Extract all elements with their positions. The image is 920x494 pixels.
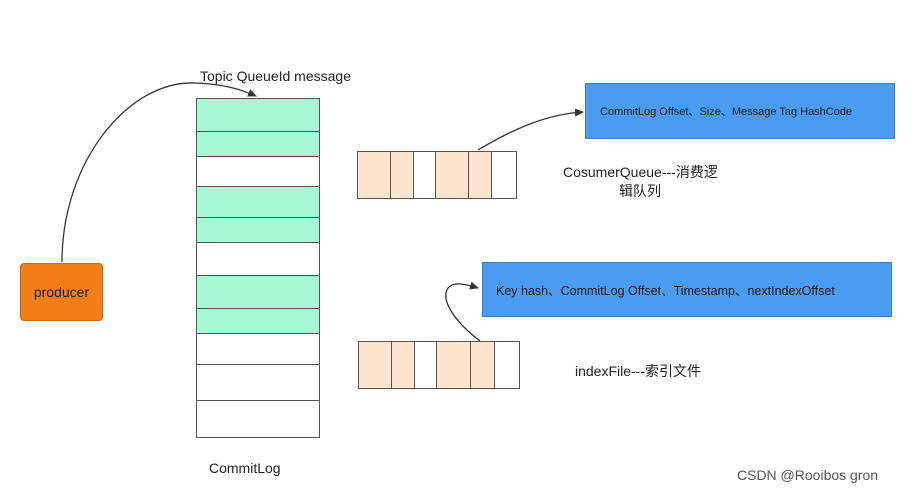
index-file-cell xyxy=(391,342,416,388)
indexfile-to-box-arrow xyxy=(445,281,481,342)
commitlog-table xyxy=(196,98,320,438)
commitlog-row xyxy=(197,157,319,187)
index-file-entry-text: Key hash、CommitLog Offset、Timestamp、next… xyxy=(496,284,835,298)
consume-queue-entry-text: CommitLog Offset、Size、Message Tag HashCo… xyxy=(600,106,853,118)
consume-queue-label-line1: CosumerQueue---消费逻 xyxy=(563,164,718,180)
index-file-strip xyxy=(358,341,520,389)
commitlog-row xyxy=(197,132,319,157)
producer-box: producer xyxy=(20,263,103,321)
producer-to-commitlog-arrow xyxy=(61,82,257,263)
commitlog-row xyxy=(197,218,319,243)
commitlog-row xyxy=(197,276,319,309)
consume-queue-label-line2: 辑队列 xyxy=(619,183,661,199)
consume-queue-cell xyxy=(468,152,493,198)
commitlog-row xyxy=(197,309,319,334)
commitlog-row xyxy=(197,334,319,365)
consume-queue-cell xyxy=(390,152,415,198)
index-file-cell xyxy=(495,342,519,388)
index-file-entry-box: Key hash、CommitLog Offset、Timestamp、next… xyxy=(482,262,892,317)
commitlog-label: CommitLog xyxy=(209,460,281,476)
producer-label: producer xyxy=(33,284,90,300)
watermark: CSDN @Rooibos gron xyxy=(737,467,879,483)
commitlog-row xyxy=(197,243,319,276)
index-file-cell xyxy=(415,342,438,388)
index-file-label: indexFile---索引文件 xyxy=(575,363,702,379)
commitlog-row xyxy=(197,401,319,437)
consume-queue-label: CosumerQueue---消费逻 辑队列 xyxy=(563,163,763,201)
consume-queue-entry-box: CommitLog Offset、Size、Message Tag HashCo… xyxy=(585,83,895,139)
consumequeue-to-box-arrow xyxy=(477,108,584,151)
commitlog-row xyxy=(197,365,319,401)
consume-queue-strip xyxy=(357,151,517,199)
index-file-cell xyxy=(359,342,392,388)
consume-queue-cell xyxy=(358,152,391,198)
consume-queue-cell xyxy=(414,152,437,198)
consume-queue-cell xyxy=(436,152,469,198)
commitlog-row xyxy=(197,187,319,218)
commitlog-top-label: Topic QueueId message xyxy=(200,68,351,84)
consume-queue-cell xyxy=(492,152,517,198)
commitlog-row xyxy=(197,99,319,132)
index-file-cell xyxy=(470,342,496,388)
index-file-cell xyxy=(437,342,471,388)
